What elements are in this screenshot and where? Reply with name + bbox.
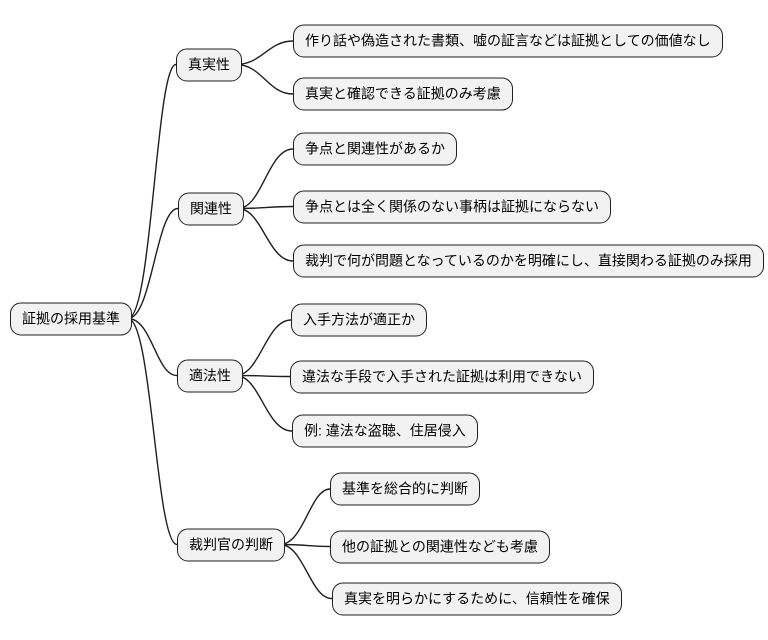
edge-root-legality [127,317,178,377]
edge-relevance-leaf-1 [237,148,294,210]
edge-truthfulness-leaf-1 [235,40,294,66]
mindmap-leaf-node: 真実と確認できる証拠のみ考慮 [293,77,513,111]
edge-relevance-leaf-3 [237,207,294,262]
mindmap-leaf-node: 真実を明らかにするために、信頼性を確保 [332,582,622,615]
node-branch-truthfulness: 真実性 [176,48,242,81]
edge-root-judge [127,317,178,546]
node-root: 証拠の採用基準 [10,302,132,335]
edge-root-truthfulness [127,63,177,320]
edge-judge-leaf-3 [279,543,333,600]
mindmap-leaf-node: 基準を総合的に判断 [330,472,480,506]
edge-relevance-leaf-2 [237,205,294,210]
mindmap-leaf-node: 違法な手段で入手された証拠は利用できない [290,360,594,393]
mindmap-leaf-node: 争点とは全く関係のない事柄は証拠にならない [293,190,611,223]
mindmap-leaf-node: 入手方法が適正か [291,303,427,337]
edge-judge-leaf-2 [279,543,331,548]
mindmap-leaf-node: 争点と関連性があるか [293,132,457,166]
edge-root-relevance [127,207,179,320]
mindmap-leaf-node: 裁判で何が問題となっているのかを明確にし、直接関わる証拠のみ採用 [293,244,764,278]
edge-legality-leaf-3 [235,374,293,432]
mindmap-leaf-node: 作り話や偽造された書類、嘘の証言などは証拠としての価値なし [293,24,723,58]
node-branch-judge-decision: 裁判官の判断 [177,528,285,561]
mindmap-leaf-node: 例: 違法な盗聴、住居侵入 [292,414,478,448]
node-branch-legality: 適法性 [177,359,243,392]
mindmap-leaf-node: 他の証拠との関連性なども考慮 [330,530,550,563]
edge-judge-leaf-1 [279,488,331,546]
edge-legality-leaf-2 [235,374,291,378]
edge-truthfulness-leaf-2 [235,63,294,95]
node-branch-relevance: 関連性 [178,192,244,225]
edge-legality-leaf-1 [235,319,292,377]
